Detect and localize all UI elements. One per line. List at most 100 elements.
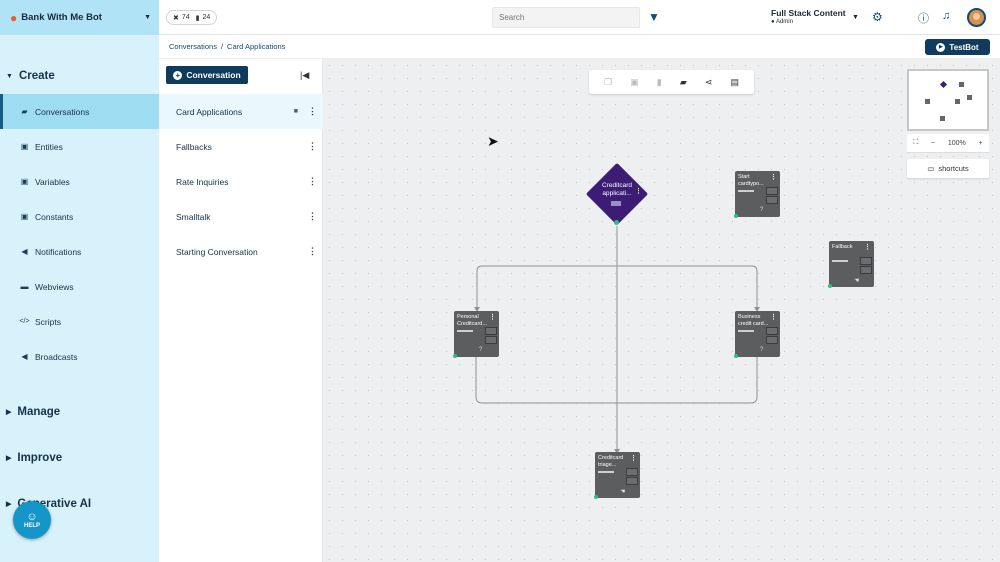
sidebar-item-broadcasts[interactable]: ◀ Broadcasts [0,339,159,374]
sidebar-item-variables[interactable]: ▣ Variables [0,164,159,199]
connector-handle[interactable] [453,354,457,358]
more-options-icon[interactable]: ⋮ [630,455,637,462]
flow-canvas[interactable]: ❐ ▣ ▮ ▰ ⋖ ▤ ⛶ − 100% + ▭ shortcuts [323,59,1000,562]
testbot-button[interactable]: ▶ TestBot [925,39,990,55]
more-options-icon[interactable]: ⋮ [308,211,317,221]
more-options-icon[interactable]: ⋮ [308,246,317,256]
help-button[interactable]: ☺ HELP [13,501,51,539]
entity-icon: ▣ [20,142,29,151]
sidebar-item-label: Webviews [35,281,74,292]
add-conversation-button[interactable]: + Conversation [166,66,248,84]
conversation-item-starting-conversation[interactable]: Starting Conversation ⋮ [159,234,323,269]
node-cells [766,187,778,205]
flow-node-personal-creditcard[interactable]: Personal Creditcard... ⋮ ? [453,311,499,358]
avatar[interactable] [967,8,986,27]
start-node[interactable]: Creditcard applicati... ⋮ [585,162,649,226]
section-improve[interactable]: ▶ Improve [0,448,159,468]
copy-icon[interactable]: ❐ [604,76,613,87]
duplicate-icon[interactable]: ▣ [630,76,639,87]
top-bar: ✖ 74 ▮ 24 ▼ Full Stack Content ● Admin ▼… [159,0,1000,35]
breadcrumb-current[interactable]: Card Applications [227,42,286,51]
sidebar-item-label: Constants [35,211,74,222]
comment-icon[interactable]: ▰ [679,76,687,87]
more-options-icon[interactable]: ⋮ [489,314,496,321]
flow-node-creditcard-triage[interactable]: Creditcard triage... ⋮ ☚ [594,452,640,499]
question-icon: ? [760,207,764,213]
conversation-item-card-applications[interactable]: Card Applications ■ ⋮ [159,94,323,129]
caret-right-icon: ▶ [6,455,12,462]
filter-icon[interactable]: ▼ [648,10,660,24]
more-options-icon[interactable]: ⋮ [308,141,317,151]
sidebar-item-entities[interactable]: ▣ Entities [0,129,159,164]
count-a: 74 [181,14,190,21]
lock-icon: ▮ [195,14,200,22]
sidebar-item-constants[interactable]: ▣ Constants [0,199,159,234]
more-options-icon[interactable]: ⋮ [308,176,317,186]
bell-icon[interactable]: ♫ [942,10,951,22]
more-options-icon[interactable]: ⋮ [864,244,871,251]
more-options-icon[interactable]: ⋮ [308,106,317,116]
sidebar-item-label: Variables [35,176,70,187]
node-text-line [832,260,848,262]
zoom-in-button[interactable]: + [978,139,983,147]
connector-handle[interactable] [734,354,738,358]
conversation-label: Fallbacks [176,141,212,152]
zoom-out-button[interactable]: − [931,139,936,147]
flow-node-fallback[interactable]: Fallback ⋮ ☚ [828,241,874,288]
share-icon[interactable]: ⋖ [704,76,713,87]
conversation-label: Starting Conversation [176,246,258,257]
user-role-label: Admin [775,19,793,25]
connector-handle[interactable] [734,214,738,218]
chevron-down-icon[interactable]: ▼ [852,14,859,21]
flow-node-start-cardtype[interactable]: Start cardtypo... ⋮ ? [734,171,780,218]
help-circle-icon[interactable]: ⓘ [918,13,929,25]
usage-counters[interactable]: ✖ 74 ▮ 24 [166,10,218,25]
megaphone-icon: ◀ [21,247,28,256]
node-cells [766,327,778,345]
node-cells [860,257,872,275]
sidebar-item-scripts[interactable]: </> Scripts [0,304,159,339]
minimap-node [925,99,930,104]
sidebar-item-conversations[interactable]: ▰ Conversations [0,94,159,129]
node-title: Creditcard triage... [598,455,624,468]
node-text-line [738,190,754,192]
search-input[interactable] [492,7,640,28]
webview-icon: ▬ [20,282,29,291]
bot-selector[interactable]: ● Bank With Me Bot ▼ [0,0,159,35]
connector-handle[interactable] [594,495,598,499]
more-options-icon[interactable]: ⋮ [770,174,777,181]
minimap[interactable] [907,69,989,131]
trash-icon[interactable]: ▮ [656,76,662,87]
flow-node-business-credit-card[interactable]: Business credit card... ⋮ ? [734,311,780,358]
user-role: ● Admin [771,19,846,25]
connector-handle[interactable] [828,284,832,288]
node-title: Business credit card... [738,314,769,327]
sidebar: ● Bank With Me Bot ▼ ▼ Create ▰ Conversa… [0,0,159,562]
collapse-panel-icon[interactable]: |◀ [300,70,310,80]
plus-icon: + [173,70,183,80]
section-manage-label: Manage [17,406,61,418]
question-icon: ? [479,347,483,353]
section-manage[interactable]: ▶ Manage [0,402,159,422]
notes-icon[interactable]: ▤ [730,76,739,87]
fit-view-icon[interactable]: ⛶ [913,139,919,146]
breadcrumb-root[interactable]: Conversations [169,42,217,51]
caret-right-icon: ▶ [6,501,12,508]
minimap-node [959,82,964,87]
shortcuts-button[interactable]: ▭ shortcuts [907,159,989,178]
conversation-item-rate-inquiries[interactable]: Rate Inquiries ⋮ [159,164,323,199]
section-create[interactable]: ▼ Create [0,66,159,86]
more-options-icon[interactable]: ⋮ [635,188,642,195]
gear-icon[interactable]: ⚙ [872,10,883,24]
count-b: 24 [202,14,211,21]
connector-handle[interactable] [614,220,619,225]
conversation-item-fallbacks[interactable]: Fallbacks ⋮ [159,129,323,164]
bot-name: Bank With Me Bot [21,12,102,23]
user-menu[interactable]: Full Stack Content ● Admin [771,8,846,25]
conversation-item-smalltalk[interactable]: Smalltalk ⋮ [159,199,323,234]
sidebar-item-label: Conversations [35,106,90,117]
more-options-icon[interactable]: ⋮ [770,314,777,321]
sidebar-item-notifications[interactable]: ◀ Notifications [0,234,159,269]
sidebar-item-webviews[interactable]: ▬ Webviews [0,269,159,304]
chat-icon: ▰ [21,107,28,116]
